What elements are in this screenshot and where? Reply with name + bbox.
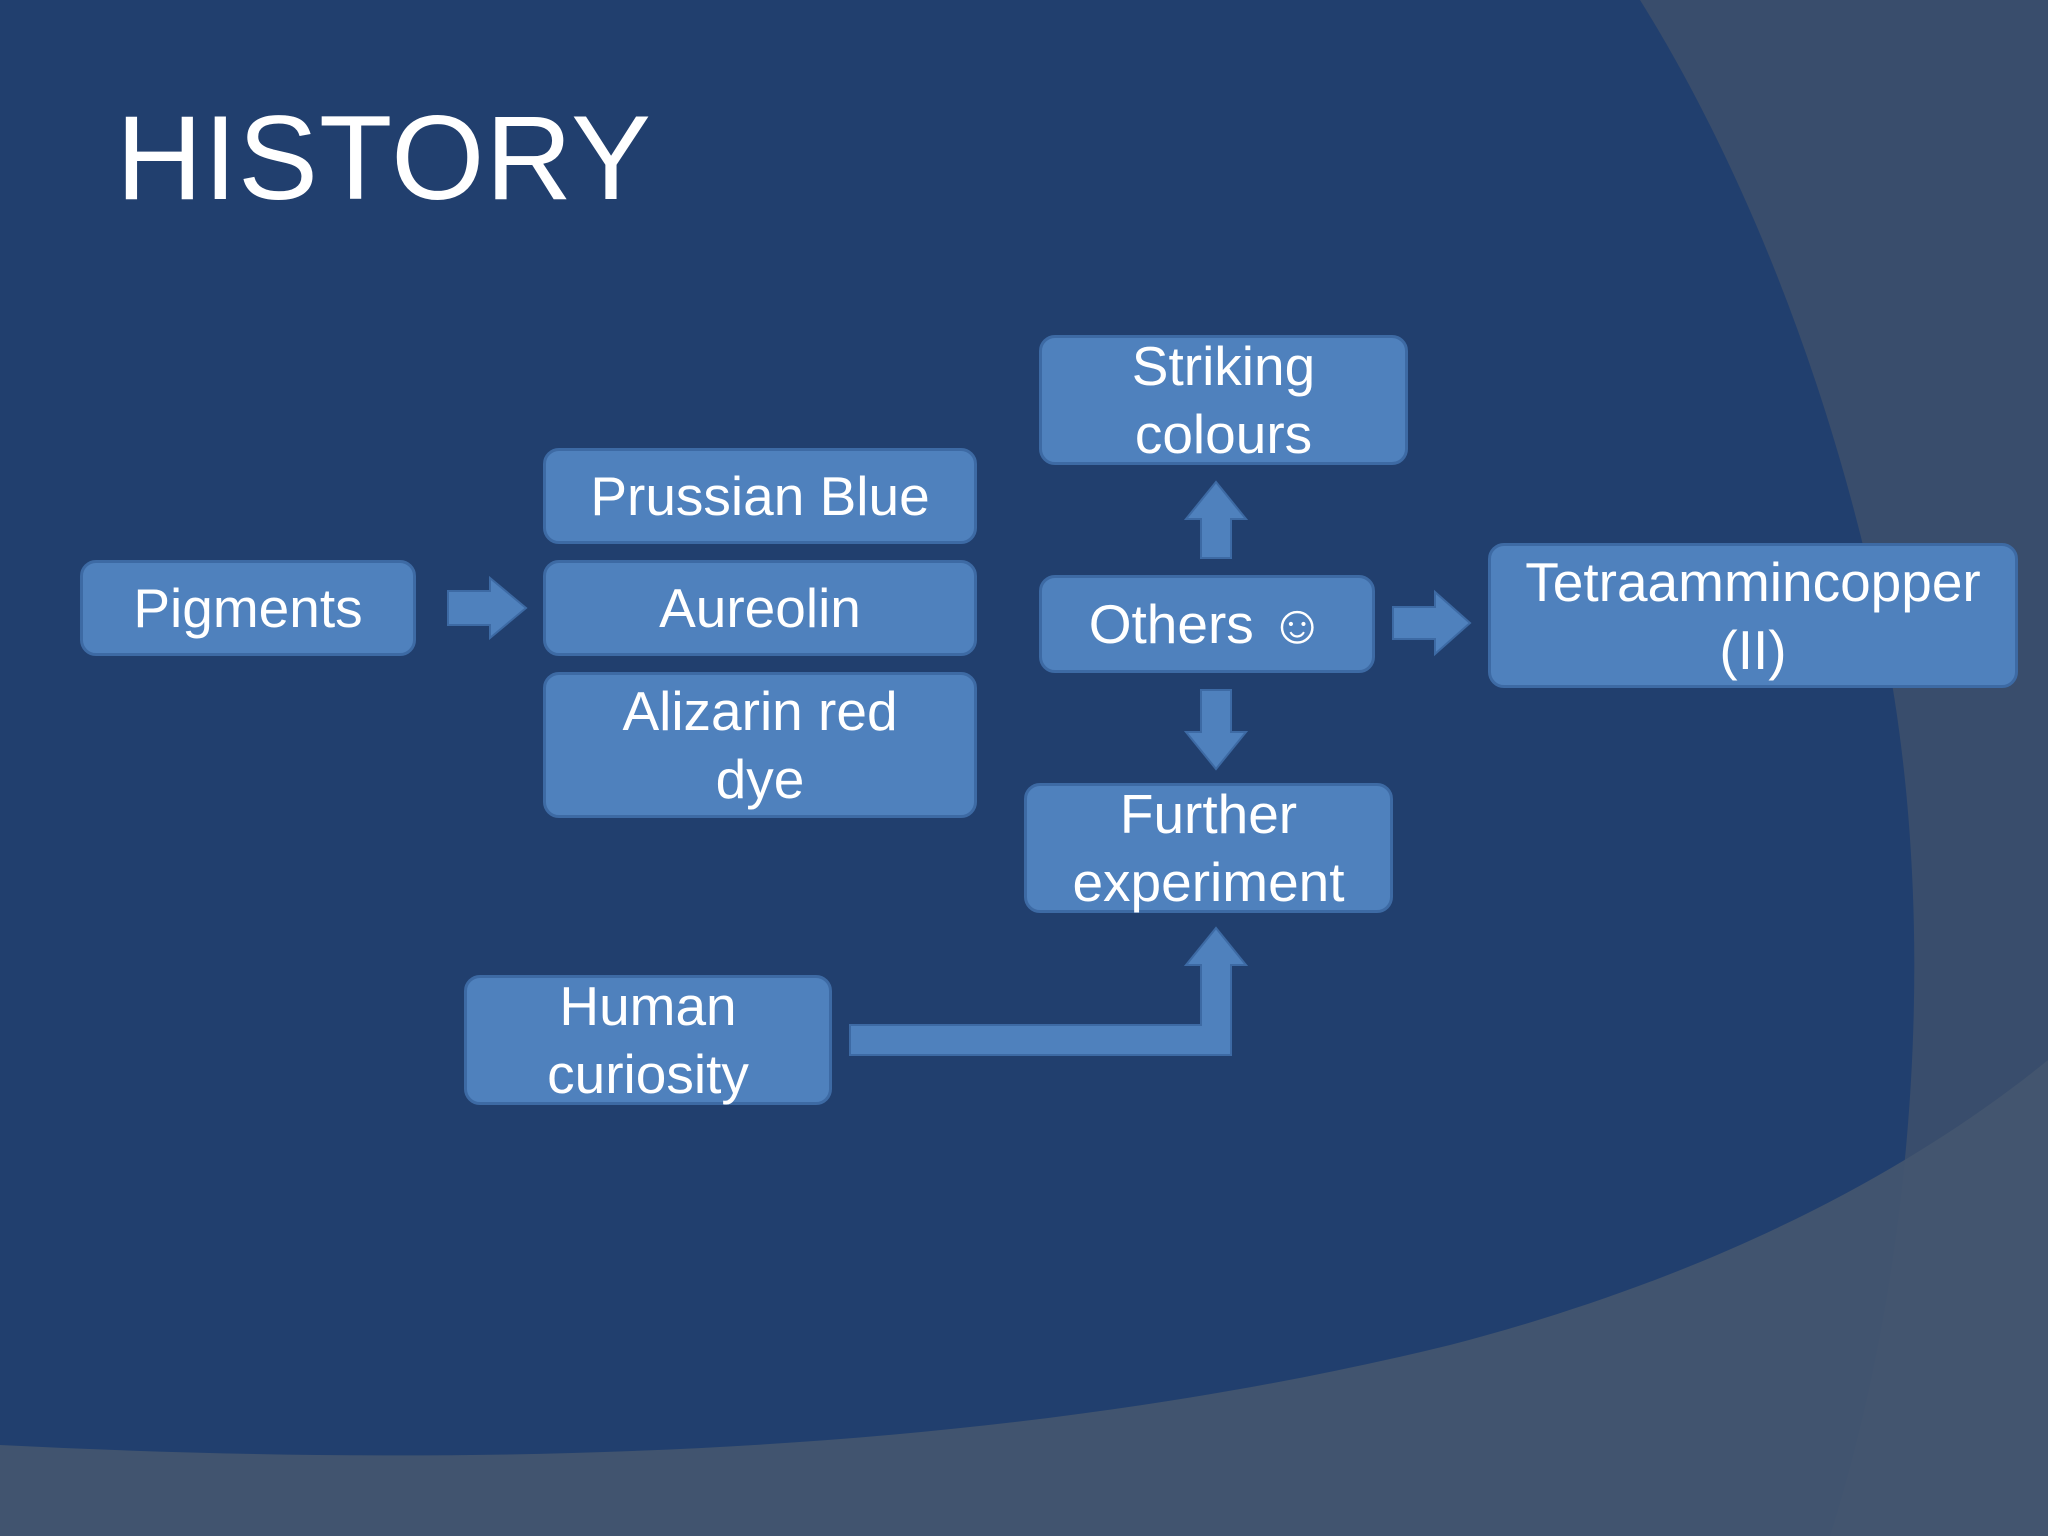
node-tetraammincopper: Tetraammincopper (II) — [1488, 543, 2018, 688]
bottom-band-decoration — [0, 1060, 2048, 1536]
node-aureolin: Aureolin — [543, 560, 977, 656]
node-further-experiment: Further experiment — [1024, 783, 1393, 913]
node-human-curiosity: Human curiosity — [464, 975, 832, 1105]
node-pigments: Pigments — [80, 560, 416, 656]
arrow-others-to-striking-colours — [1183, 480, 1249, 559]
node-alizarin-red-dye: Alizarin red dye — [543, 672, 977, 818]
node-prussian-blue: Prussian Blue — [543, 448, 977, 544]
arrow-others-to-tetraammincopper — [1392, 589, 1472, 657]
arrow-pigments-to-pigment-list — [447, 575, 528, 641]
slide-title: HISTORY — [116, 91, 653, 225]
arrow-others-to-further-experiment — [1183, 689, 1249, 771]
node-striking-colours: Striking colours — [1039, 335, 1408, 465]
node-others: Others ☺ — [1039, 575, 1375, 673]
arrow-human-curiosity-to-further-experiment — [849, 926, 1249, 1056]
